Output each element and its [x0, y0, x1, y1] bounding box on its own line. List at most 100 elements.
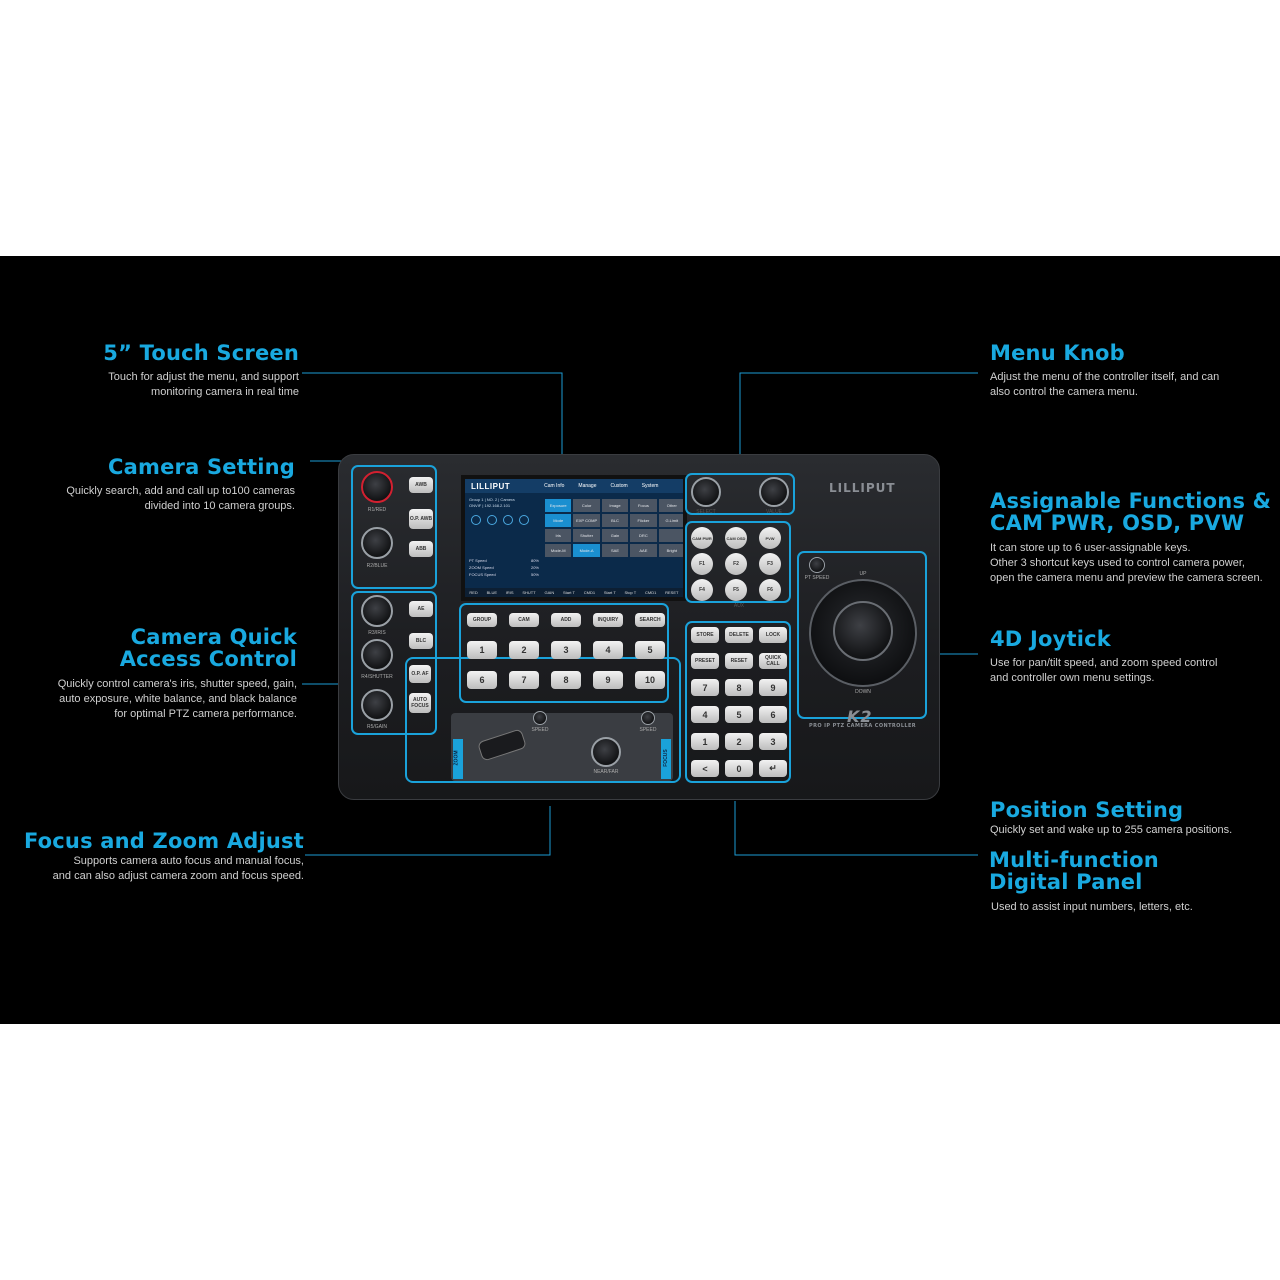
- auto-focus-button[interactable]: AUTO FOCUS: [409, 693, 431, 713]
- cam-key-cam[interactable]: CAM: [509, 613, 539, 627]
- func-key[interactable]: PVW: [759, 527, 781, 549]
- screen-bottom-label[interactable]: CMD1: [645, 590, 657, 595]
- position-key[interactable]: DELETE: [725, 627, 753, 643]
- position-key[interactable]: LOCK: [759, 627, 787, 643]
- pad-key[interactable]: 2: [725, 733, 753, 750]
- position-key[interactable]: STORE: [691, 627, 719, 643]
- cam-key-group[interactable]: GROUP: [467, 613, 497, 627]
- screen-bottom-label[interactable]: IRIS: [505, 590, 514, 595]
- screen-menu-cell[interactable]: Flicker: [630, 514, 657, 527]
- pad-key[interactable]: 0: [725, 760, 753, 777]
- screen-menu-cell[interactable]: SAE: [601, 544, 629, 557]
- screen-menu-cell[interactable]: BLC: [601, 514, 629, 527]
- r1-red-knob[interactable]: [361, 471, 393, 503]
- pad-key[interactable]: 3: [759, 733, 787, 750]
- screen-menu-cell[interactable]: [658, 529, 683, 542]
- num-key[interactable]: 10: [635, 671, 665, 689]
- screen-bottom-label[interactable]: RED: [469, 590, 478, 595]
- screen-menu-cell[interactable]: Gain: [601, 529, 629, 542]
- screen-menu-cell[interactable]: Mode-M: [545, 544, 572, 557]
- screen-menu-cell[interactable]: G.Limit: [658, 514, 683, 527]
- num-key[interactable]: 3: [551, 641, 581, 659]
- screen-menu-cell[interactable]: Focus: [630, 499, 657, 512]
- pad-key[interactable]: <: [691, 760, 719, 777]
- r5-gain-knob[interactable]: [361, 689, 393, 721]
- screen-menu-cell[interactable]: Iris: [545, 529, 572, 542]
- func-key[interactable]: F6: [759, 579, 781, 601]
- screen-menu-cell[interactable]: Mode-A: [573, 544, 600, 557]
- screen-menu-cell[interactable]: Shutter: [573, 529, 600, 542]
- screen-menu-cell[interactable]: EXP COMP: [573, 514, 600, 527]
- screen-tab[interactable]: Custom: [610, 483, 628, 489]
- func-key[interactable]: CAM OSD: [725, 527, 747, 549]
- position-key[interactable]: PRESET: [691, 653, 719, 669]
- joystick-handle[interactable]: [833, 601, 893, 661]
- blc-button[interactable]: BLC: [409, 633, 433, 649]
- pad-key[interactable]: 9: [759, 679, 787, 696]
- near-far-knob[interactable]: [591, 737, 621, 767]
- pad-key[interactable]: 5: [725, 706, 753, 723]
- screen-menu-cell[interactable]: Bright: [658, 544, 683, 557]
- num-key[interactable]: 1: [467, 641, 497, 659]
- num-key[interactable]: 5: [635, 641, 665, 659]
- func-key[interactable]: CAM PWR: [691, 527, 713, 549]
- func-key[interactable]: F5: [725, 579, 747, 601]
- screen-bottom-label[interactable]: GAIN: [544, 590, 555, 595]
- screen-bottom-label[interactable]: CMD1: [583, 590, 596, 595]
- position-key[interactable]: QUICK CALL: [759, 653, 787, 669]
- num-key[interactable]: 7: [509, 671, 539, 689]
- screen-tab[interactable]: Manage: [578, 483, 597, 489]
- pad-key[interactable]: 1: [691, 733, 719, 750]
- ae-button[interactable]: AE: [409, 601, 433, 617]
- num-key[interactable]: 9: [593, 671, 623, 689]
- screen-bottom-label[interactable]: Start T: [603, 590, 616, 595]
- zone-function-keys: [685, 521, 791, 603]
- screen-menu-cell[interactable]: Mode: [545, 514, 572, 527]
- func-key[interactable]: F2: [725, 553, 747, 575]
- cam-key-add[interactable]: ADD: [551, 613, 581, 627]
- zone-digital-panel: [685, 621, 791, 783]
- value-knob[interactable]: [759, 477, 789, 507]
- num-key[interactable]: 4: [593, 641, 623, 659]
- pad-key[interactable]: 7: [691, 679, 719, 696]
- select-knob[interactable]: [691, 477, 721, 507]
- r2-blue-knob[interactable]: [361, 527, 393, 559]
- pad-key[interactable]: 4: [691, 706, 719, 723]
- screen-menu-cell[interactable]: Other: [658, 499, 683, 512]
- num-key[interactable]: 6: [467, 671, 497, 689]
- pt-speed-knob[interactable]: [809, 557, 825, 573]
- position-key[interactable]: RESET: [725, 653, 753, 669]
- screen-menu-cell[interactable]: Image: [601, 499, 629, 512]
- focus-speed-knob[interactable]: [641, 711, 655, 725]
- screen-menu-cell[interactable]: AAE: [630, 544, 657, 557]
- screen-bottom-label[interactable]: RESET: [665, 590, 679, 595]
- abb-button[interactable]: ABB: [409, 541, 433, 557]
- num-key[interactable]: 2: [509, 641, 539, 659]
- screen-tab[interactable]: System: [641, 483, 659, 489]
- screen-bottom-label[interactable]: BLUE: [486, 590, 498, 595]
- num-key[interactable]: 8: [551, 671, 581, 689]
- screen-bottom-label[interactable]: Stop T: [624, 590, 637, 595]
- func-key[interactable]: F1: [691, 553, 713, 575]
- screen-bottom-label[interactable]: Start T: [563, 590, 575, 595]
- cam-key-search[interactable]: SEARCH: [635, 613, 665, 627]
- pad-key[interactable]: 8: [725, 679, 753, 696]
- cam-key-inquiry[interactable]: INQUIRY: [593, 613, 623, 627]
- zoom-speed-knob[interactable]: [533, 711, 547, 725]
- touch-screen[interactable]: LILLIPUT Cam Info Manage Custom System G…: [461, 475, 687, 601]
- op-awb-button[interactable]: O.P. AWB: [409, 509, 433, 529]
- op-af-button[interactable]: O.P. AF: [409, 665, 431, 683]
- func-key[interactable]: F3: [759, 553, 781, 575]
- callout-desc-line: Used to assist input numbers, letters, e…: [991, 900, 1193, 913]
- awb-button[interactable]: AWB: [409, 477, 433, 493]
- screen-menu-cell[interactable]: DRC: [630, 529, 657, 542]
- pad-key[interactable]: 6: [759, 706, 787, 723]
- r4-shutter-knob[interactable]: [361, 639, 393, 671]
- screen-bottom-label[interactable]: SHUTT: [522, 590, 536, 595]
- screen-tab[interactable]: Cam Info: [544, 483, 565, 489]
- r3-iris-knob[interactable]: [361, 595, 393, 627]
- pad-key[interactable]: ↵: [759, 760, 787, 777]
- screen-menu-cell[interactable]: Color: [573, 499, 600, 512]
- screen-menu-cell[interactable]: Exposure: [545, 499, 572, 512]
- func-key[interactable]: F4: [691, 579, 713, 601]
